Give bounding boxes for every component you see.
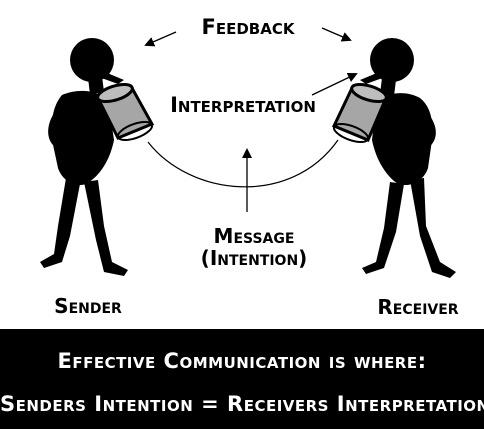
banner-line-effective-communication: Effective Communication is where: [57,349,427,373]
receiver-right-leg [410,178,456,278]
receiver-label: Receiver [377,295,458,319]
interpretation-label: Interpretation [170,93,316,117]
sender-hat [70,38,124,84]
sender-left-leg [40,178,80,268]
feedback-arrow-right [321,27,352,42]
summary-banner: Effective Communication is where: Sender… [0,329,484,429]
interpretation-arrow [311,72,358,96]
sender-right-leg [84,180,128,276]
receiver-tin-can [331,82,389,144]
feedback-label: Feedback [202,15,296,39]
message-label: Message [214,224,295,248]
sender-figure [40,38,155,276]
receiver-left-leg [362,182,404,274]
receiver-figure [331,38,456,278]
sender-label: Sender [54,294,122,318]
sender-tin-can [95,82,155,142]
receiver-hat [360,38,414,84]
string-line [147,139,339,188]
banner-line-intention-equals-interpretation: Senders Intention = Receivers Interpreta… [0,392,484,416]
feedback-arrow-left [144,31,177,47]
intention-label: (Intention) [201,246,308,270]
